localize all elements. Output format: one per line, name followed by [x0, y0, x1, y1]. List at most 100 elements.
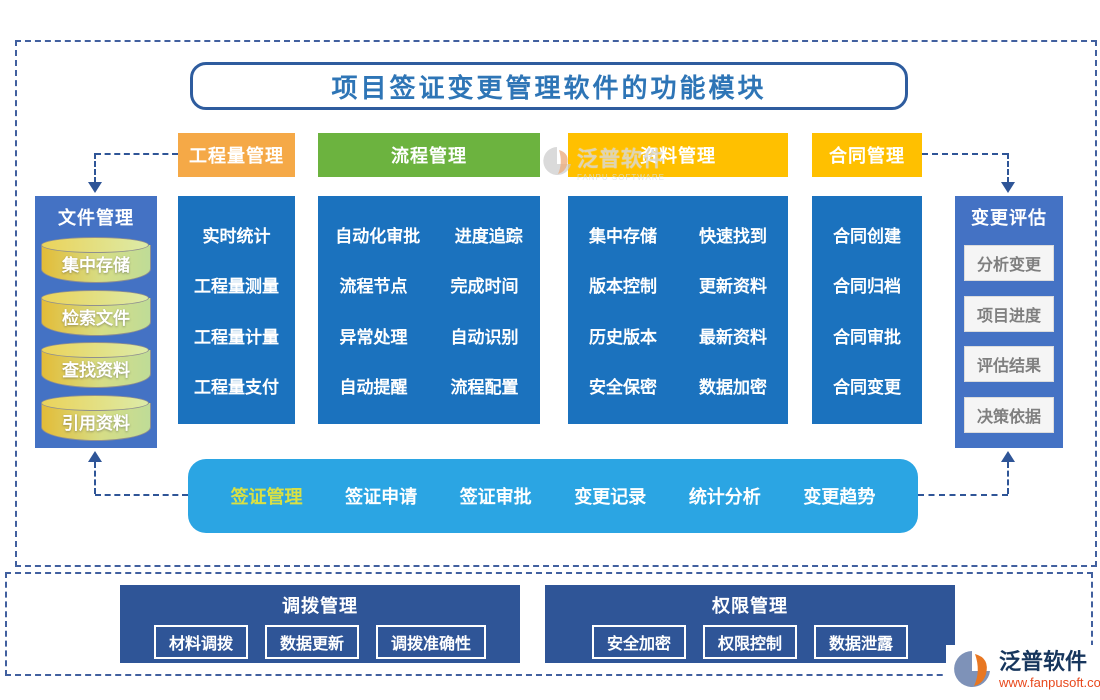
connector-bottom-right-vertical — [1007, 462, 1009, 494]
column-contract: 合同创建 合同归档 合同审批 合同变更 — [812, 196, 922, 424]
module-item: 实时统计 — [202, 226, 271, 246]
module-item: 更新资料 — [699, 277, 767, 297]
header-process: 流程管理 — [318, 133, 540, 177]
visa-bar-item: 变更趋势 — [803, 487, 876, 507]
module-item: 自动提醒 — [339, 378, 408, 398]
cylinder-label: 查找资料 — [62, 361, 130, 381]
connector-top-left-vertical — [94, 153, 96, 183]
module-item: 流程配置 — [450, 378, 519, 398]
module-row: 自动提醒 流程配置 — [318, 373, 540, 398]
cylinder-label: 引用资料 — [62, 414, 130, 434]
arrow-down-icon — [88, 182, 102, 193]
dispatch-item: 数据更新 — [264, 625, 359, 659]
module-item: 快速找到 — [699, 226, 767, 246]
cylinder-top — [41, 342, 149, 359]
visa-bar-item: 签证审批 — [459, 487, 532, 507]
footer-brand-logo: 泛普软件 www.fanpusoft.com — [946, 645, 1100, 695]
arrow-up-icon — [1001, 451, 1015, 462]
panel-change-evaluation: 变更评估 分析变更 项目进度 评估结果 决策依据 — [955, 196, 1063, 448]
module-item: 流程节点 — [339, 277, 408, 297]
section-permission-management: 权限管理 安全加密 权限控制 数据泄露 — [545, 585, 955, 663]
panel-file-management: 文件管理 集中存储 检索文件 查找资料 引用资料 — [35, 196, 157, 448]
arrow-down-icon — [1001, 182, 1015, 193]
module-row: 自动化审批 进度追踪 — [318, 222, 540, 247]
connector-bottom-left-horizontal — [95, 494, 188, 496]
module-item: 异常处理 — [339, 327, 408, 347]
module-item: 进度追踪 — [454, 226, 523, 246]
footer-brand-name: 泛普软件 — [999, 649, 1088, 675]
permission-title: 权限管理 — [712, 596, 788, 616]
permission-item: 数据泄露 — [814, 625, 909, 659]
module-item: 合同创建 — [833, 226, 901, 246]
module-item: 合同变更 — [833, 378, 901, 398]
module-item: 版本控制 — [589, 277, 657, 297]
module-row: 版本控制 更新资料 — [568, 272, 788, 297]
module-item: 工程量计量 — [194, 327, 279, 347]
connector-bottom-left-vertical — [94, 462, 96, 494]
fanpu-logo-icon — [954, 651, 990, 687]
panel-eval-title: 变更评估 — [971, 208, 1047, 228]
dispatch-item: 调拨准确性 — [376, 625, 487, 659]
footer-brand-url[interactable]: www.fanpusoft.com — [999, 674, 1100, 690]
visa-bar-item: 统计分析 — [688, 487, 761, 507]
column-document: 集中存储 快速找到 版本控制 更新资料 历史版本 最新资料 安全保密 数据加密 — [568, 196, 788, 424]
visa-management-bar: 签证管理 签证申请 签证审批 变更记录 统计分析 变更趋势 — [188, 459, 918, 533]
eval-item: 项目进度 — [964, 295, 1054, 332]
main-dashed-frame — [15, 40, 1097, 567]
cylinder-label: 集中存储 — [62, 255, 130, 275]
diagram-title: 项目签证变更管理软件的功能模块 — [190, 62, 908, 110]
visa-bar-item: 签证申请 — [345, 487, 418, 507]
cylinder-top — [41, 395, 149, 412]
eval-item: 评估结果 — [964, 346, 1054, 383]
visa-bar-item: 变更记录 — [574, 487, 647, 507]
database-cylinder: 查找资料 — [41, 342, 151, 389]
cylinder-top — [41, 289, 149, 306]
dispatch-items: 材料调拨 数据更新 调拨准确性 — [120, 625, 520, 659]
header-contract: 合同管理 — [812, 133, 922, 177]
dispatch-item: 材料调拨 — [153, 625, 248, 659]
module-row: 流程节点 完成时间 — [318, 272, 540, 297]
module-item: 自动识别 — [450, 327, 519, 347]
module-row: 安全保密 数据加密 — [568, 373, 788, 398]
cylinder-label: 检索文件 — [62, 308, 130, 328]
eval-item: 决策依据 — [964, 397, 1054, 434]
connector-top-right-horizontal — [922, 153, 1008, 155]
module-item: 自动化审批 — [335, 226, 421, 246]
column-process: 自动化审批 进度追踪 流程节点 完成时间 异常处理 自动识别 自动提醒 流程配置 — [318, 196, 540, 424]
module-item: 工程量测量 — [194, 277, 279, 297]
database-cylinder: 集中存储 — [41, 236, 151, 283]
eval-item: 分析变更 — [964, 244, 1054, 281]
permission-items: 安全加密 权限控制 数据泄露 — [545, 625, 955, 659]
connector-bottom-right-horizontal — [918, 494, 1008, 496]
visa-bar-item-highlight: 签证管理 — [230, 487, 303, 507]
dispatch-title: 调拨管理 — [282, 596, 358, 616]
header-document: 资料管理 — [568, 133, 788, 177]
section-dispatch-management: 调拨管理 材料调拨 数据更新 调拨准确性 — [120, 585, 520, 663]
column-engineering: 实时统计 工程量测量 工程量计量 工程量支付 — [178, 196, 295, 424]
permission-item: 安全加密 — [591, 625, 686, 659]
bottom-dashed-frame — [5, 572, 1093, 676]
database-cylinder: 引用资料 — [41, 395, 151, 442]
module-item: 完成时间 — [450, 277, 519, 297]
module-item: 合同归档 — [833, 277, 901, 297]
module-row: 异常处理 自动识别 — [318, 323, 540, 348]
database-cylinder: 检索文件 — [41, 289, 151, 336]
module-row: 历史版本 最新资料 — [568, 323, 788, 348]
module-item: 合同审批 — [833, 327, 901, 347]
header-engineering: 工程量管理 — [178, 133, 295, 177]
module-item: 安全保密 — [589, 378, 657, 398]
permission-item: 权限控制 — [702, 625, 797, 659]
module-item: 数据加密 — [699, 378, 767, 398]
panel-file-body: 集中存储 检索文件 查找资料 引用资料 — [35, 230, 157, 448]
module-row: 集中存储 快速找到 — [568, 222, 788, 247]
module-item: 最新资料 — [699, 327, 767, 347]
module-item: 历史版本 — [589, 327, 657, 347]
cylinder-top — [41, 236, 149, 253]
arrow-up-icon — [88, 451, 102, 462]
module-item: 工程量支付 — [194, 378, 279, 398]
connector-top-left-horizontal — [95, 153, 178, 155]
connector-top-right-vertical — [1007, 153, 1009, 183]
module-item: 集中存储 — [589, 226, 657, 246]
panel-file-title: 文件管理 — [58, 208, 134, 228]
